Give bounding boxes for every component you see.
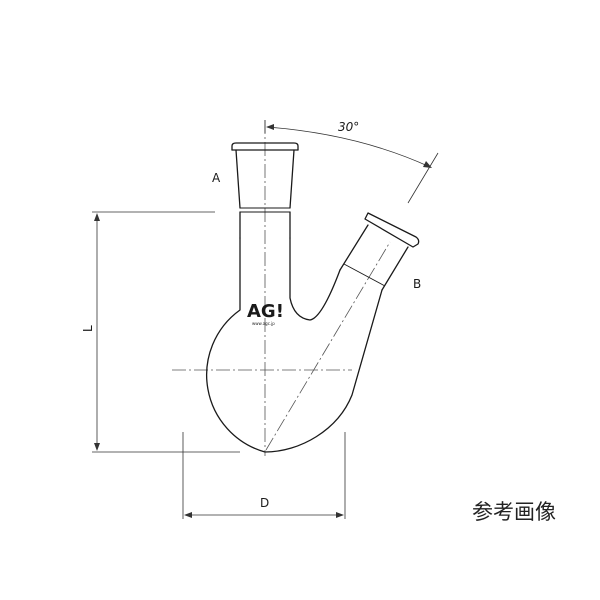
logo-url: www.agc.jp: [252, 321, 275, 326]
flask-body: [206, 237, 383, 453]
diameter-dimension: D: [182, 432, 346, 519]
agc-logo: AG! www.agc.jp: [247, 301, 284, 326]
neck-a: [231, 142, 299, 239]
logo-mark: AG!: [247, 301, 284, 322]
reference-image-caption: 参考画像: [472, 500, 556, 524]
neck-b: [339, 212, 420, 291]
label-angle: 30°: [338, 120, 359, 134]
angle-dimension: 30°: [264, 120, 439, 204]
center-lines: [172, 120, 391, 456]
label-diameter: D: [260, 496, 269, 510]
label-neck-b: B: [413, 277, 421, 291]
label-length: L: [81, 325, 95, 332]
length-dimension: L: [81, 211, 240, 453]
label-neck-a: A: [212, 171, 221, 185]
